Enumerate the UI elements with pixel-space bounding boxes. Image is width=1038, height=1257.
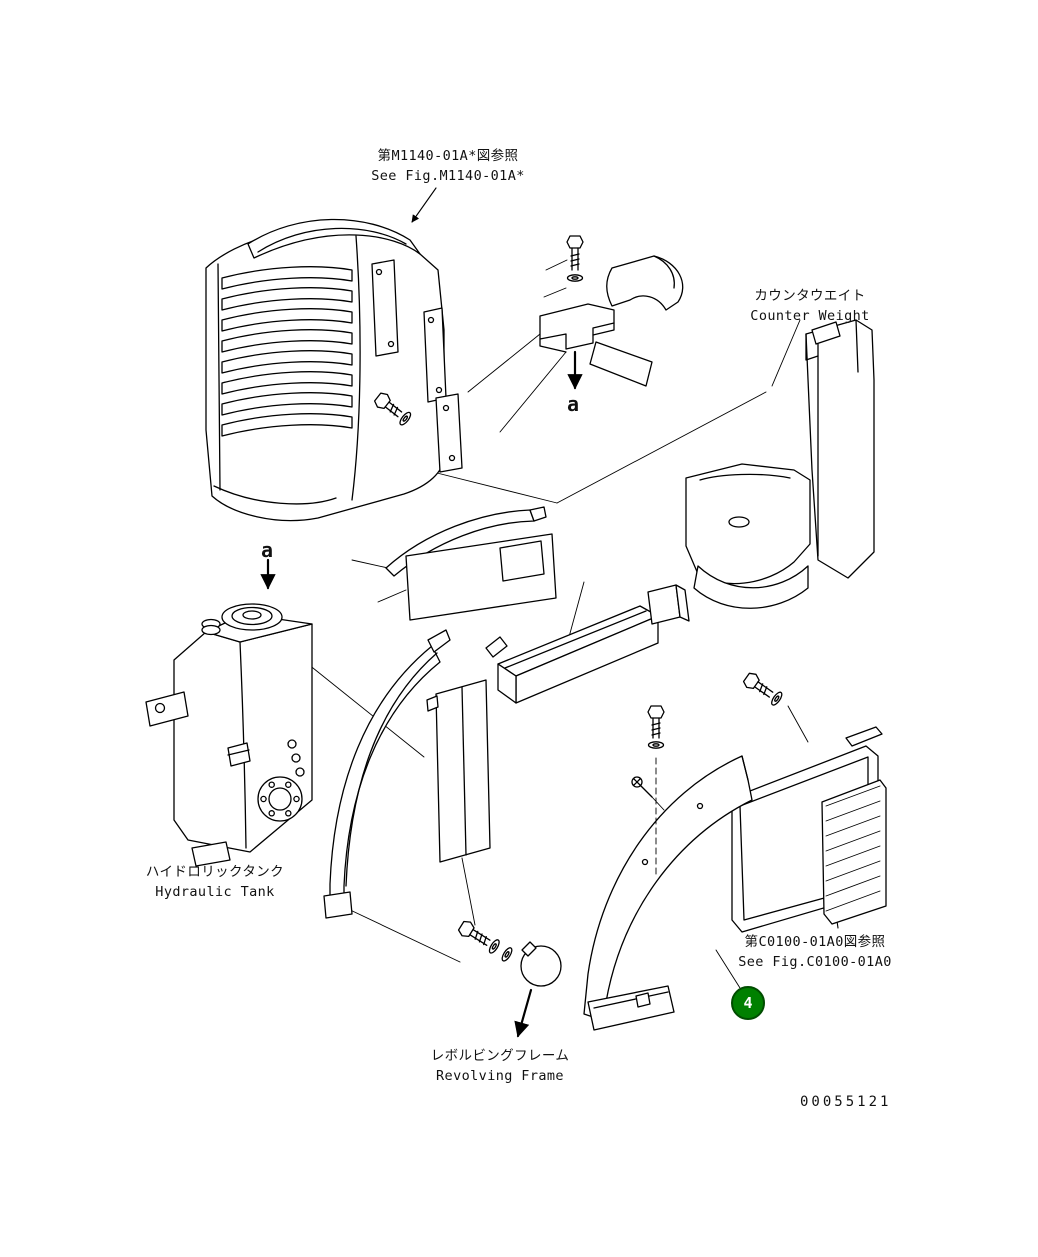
hatched-panel [821, 779, 887, 925]
tank-foot [191, 841, 231, 867]
label-line-en: Revolving Frame [436, 1068, 564, 1085]
fig-ref-top-label: 第M1140-01A*図参照 See Fig.M1140-01A* [350, 146, 546, 187]
small-box [647, 584, 681, 625]
label-line-en: Counter Weight [750, 308, 870, 325]
rect-panel [435, 679, 491, 863]
grille-assembly [205, 218, 463, 522]
revolving-frame-arrow [514, 988, 533, 1038]
tank-flange [257, 776, 303, 822]
grille-slat [221, 266, 353, 290]
fig-ref-top-arrow [411, 187, 437, 223]
screw [631, 776, 653, 798]
hook-bracket [606, 255, 684, 311]
section-a-side-label: a [261, 538, 274, 562]
hydraulic-tank-label: ハイドロリックタンク Hydraulic Tank [130, 862, 300, 903]
bolt [566, 235, 584, 282]
bracket-parts [539, 235, 684, 387]
notched-plate [539, 303, 615, 350]
center-panels [323, 506, 690, 919]
counterweight-slab [805, 319, 875, 579]
counterweight-skirt [693, 565, 809, 609]
revolving-frame-parts [457, 920, 562, 987]
grille-slat [221, 308, 353, 332]
label-line-jp: カウンタウエイト [754, 288, 866, 304]
label-line-en: See Fig.C0100-01A0 [738, 954, 892, 971]
side-plate [435, 393, 463, 473]
label-line-en: Hydraulic Tank [155, 884, 275, 901]
bolt [457, 920, 513, 962]
bolt [373, 392, 412, 426]
callout-4[interactable]: 4 [731, 986, 765, 1020]
label-line-jp: 第C0100-01A0図参照 [744, 934, 886, 950]
label-line-jp: レボルビングフレーム [430, 1048, 570, 1064]
hinge-plate [371, 259, 399, 357]
grille-slat [221, 371, 353, 395]
label-line-jp: ハイドロリックタンク [145, 864, 285, 880]
counterweight-drawing [685, 319, 875, 609]
hinge-plate [423, 307, 447, 403]
foot-plate [587, 985, 675, 1031]
angled-plate [589, 341, 653, 387]
counter-weight-label: カウンタウエイト Counter Weight [735, 286, 885, 327]
section-a-top-label: a [567, 392, 580, 416]
label-line-en: See Fig.M1140-01A* [371, 168, 525, 185]
side-cover-group [583, 672, 887, 1031]
doc-number: 00055121 [800, 1094, 892, 1110]
tank-bracket [145, 691, 189, 727]
grille-slat [221, 329, 353, 353]
fig-ref-bottom-label: 第C0100-01A0図参照 See Fig.C0100-01A0 [725, 932, 905, 973]
grille-slat [221, 392, 353, 416]
grille-slat [221, 287, 353, 311]
label-line-jp: 第M1140-01A*図参照 [377, 148, 519, 164]
grille-slat [221, 413, 353, 437]
curved-cover-panel [583, 755, 753, 1021]
hydraulic-tank-drawing [145, 603, 313, 867]
flat-panel [405, 533, 557, 621]
round-plate [520, 945, 562, 987]
revolving-frame-label: レボルビングフレーム Revolving Frame [420, 1046, 580, 1087]
grille-roof [247, 218, 421, 259]
grille-slat [221, 350, 353, 374]
bolt [647, 705, 665, 749]
bolt [742, 672, 783, 706]
